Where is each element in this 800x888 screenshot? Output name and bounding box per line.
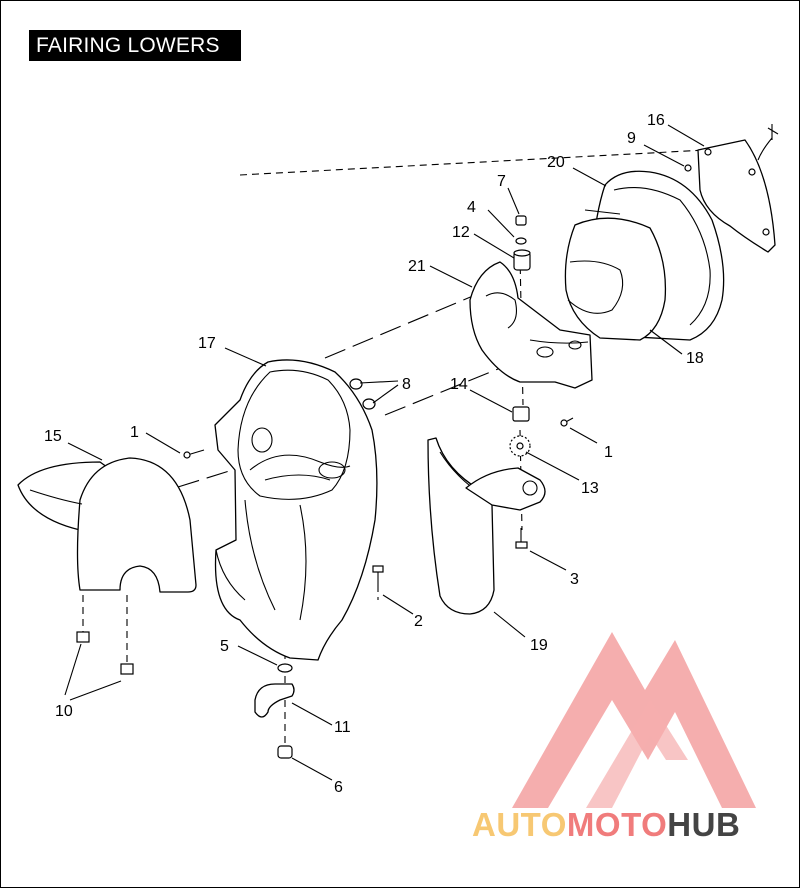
clips-10 [76,631,134,675]
part-18-liner [564,217,667,341]
callout-6: 6 [334,779,343,796]
screw-1-right [560,417,574,427]
callout-10: 10 [55,703,73,720]
callout-1: 1 [130,424,139,441]
callout-3: 3 [570,571,579,588]
callout-12: 12 [452,224,470,241]
part-15-cover [17,457,197,593]
nut-6 [277,745,293,759]
washer-5 [277,663,293,673]
washer-13 [509,435,531,457]
watermark-hub: HUB [667,806,741,843]
screw-2 [372,565,384,585]
clamp-11 [254,683,295,718]
nut-14 [512,406,530,422]
screw-9 [684,164,692,172]
callout-4: 4 [467,199,476,216]
callout-16: 16 [647,112,665,129]
callout-19: 19 [530,637,548,654]
callout-2: 2 [414,613,423,630]
screw-1-left [183,449,205,459]
callout-21: 21 [408,258,426,275]
watermark-brand-text: AUTOMOTOHUB [472,806,740,844]
watermark-logo [512,632,756,808]
callout-15: 15 [44,428,62,445]
watermark-moto: MOTO [566,806,668,843]
diagram-title: FAIRING LOWERS [29,30,241,61]
callout-1: 1 [604,444,613,461]
callout-numbers: 1 1 2 3 4 5 6 7 8 9 10 11 12 13 14 15 16… [44,112,704,796]
grommets-8 [349,378,376,410]
nut-7 [515,215,527,226]
callout-17: 17 [198,335,216,352]
callout-leaders [64,124,705,781]
watermark-auto: AUTO [472,806,567,843]
washer-4 [515,237,527,245]
callout-20: 20 [547,154,565,171]
callout-11: 11 [334,719,351,736]
hardware [76,164,692,759]
callout-7: 7 [497,173,506,190]
spacer-12 [513,249,531,271]
callout-18: 18 [686,350,704,367]
part-13-bracket-arm [465,467,546,511]
callout-9: 9 [627,130,636,147]
callout-14: 14 [450,376,468,393]
part-16-door [697,124,779,253]
callout-8: 8 [402,376,411,393]
screw-3 [515,528,528,549]
callout-13: 13 [581,480,599,497]
part-21-bracket [469,261,593,389]
callout-5: 5 [220,638,229,655]
part-19-lower-door [427,437,495,615]
part-17-fairing-lower [214,359,378,661]
